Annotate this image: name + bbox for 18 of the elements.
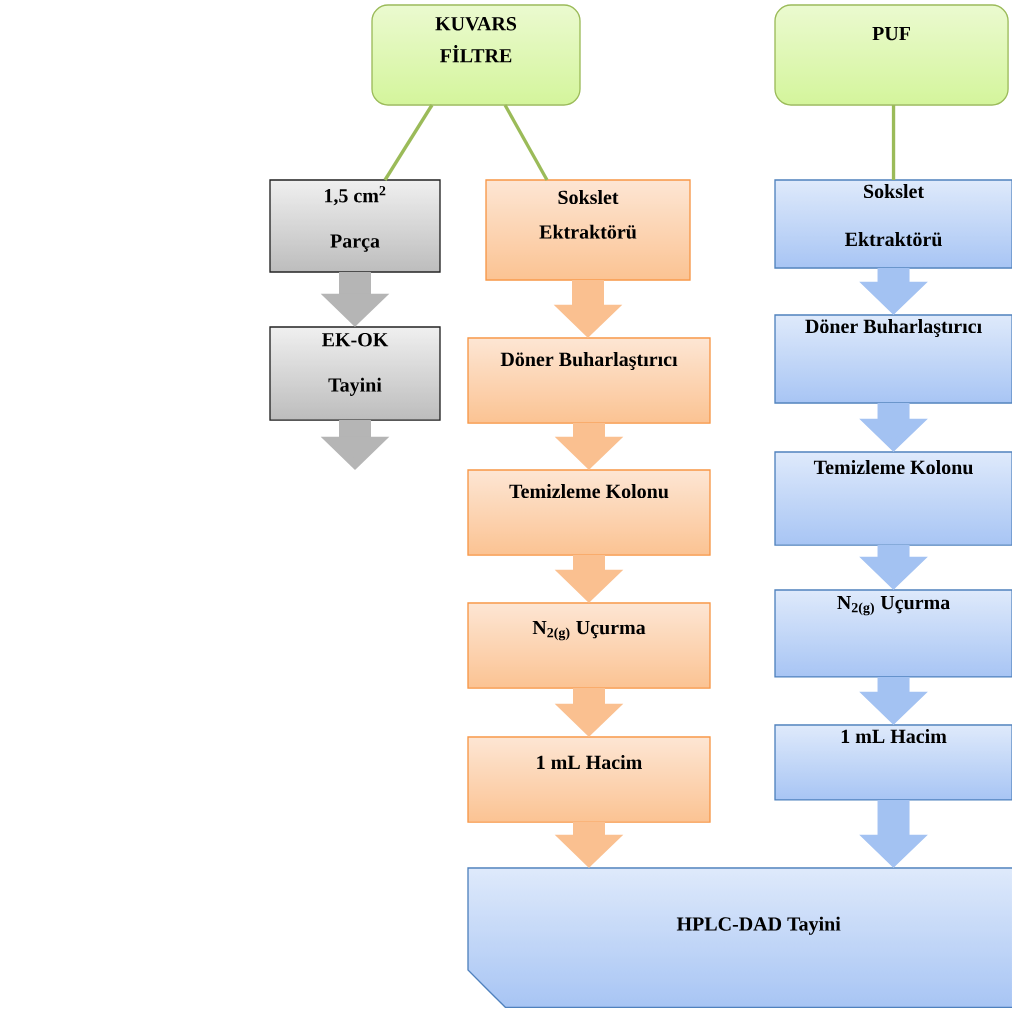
process-box: 1 mL Hacim [774, 724, 1012, 801]
process-box: EK-OK Tayini [269, 326, 441, 421]
process-box: 1 mL Hacim [467, 736, 711, 823]
process-box: Sokslet Ektraktörü [485, 179, 691, 281]
process-box: Temizleme Kolonu [467, 469, 711, 556]
connector-line [891, 105, 896, 180]
process-box: Temizleme Kolonu [774, 451, 1012, 546]
process-box: N$_{2(g)}$ Uçurma [467, 602, 711, 689]
material-box: PUF [774, 4, 1009, 106]
process-box: Döner Buharlaştırıcı [774, 314, 1012, 404]
connector-line [383, 104, 434, 181]
process-box: Sokslet Ektraktörü [774, 179, 1012, 269]
process-box: N$_{2(g)}$ Uçurma [774, 589, 1012, 678]
process-box: 1,5 cm$^{2}$ Parça [269, 179, 441, 273]
connector-line [503, 104, 549, 181]
process-box: Döner Buharlaştırıcı [467, 337, 711, 424]
result-box: HPLC-DAD Tayini [467, 867, 1012, 1008]
material-box: KUVARS FİLTRE [371, 4, 581, 106]
